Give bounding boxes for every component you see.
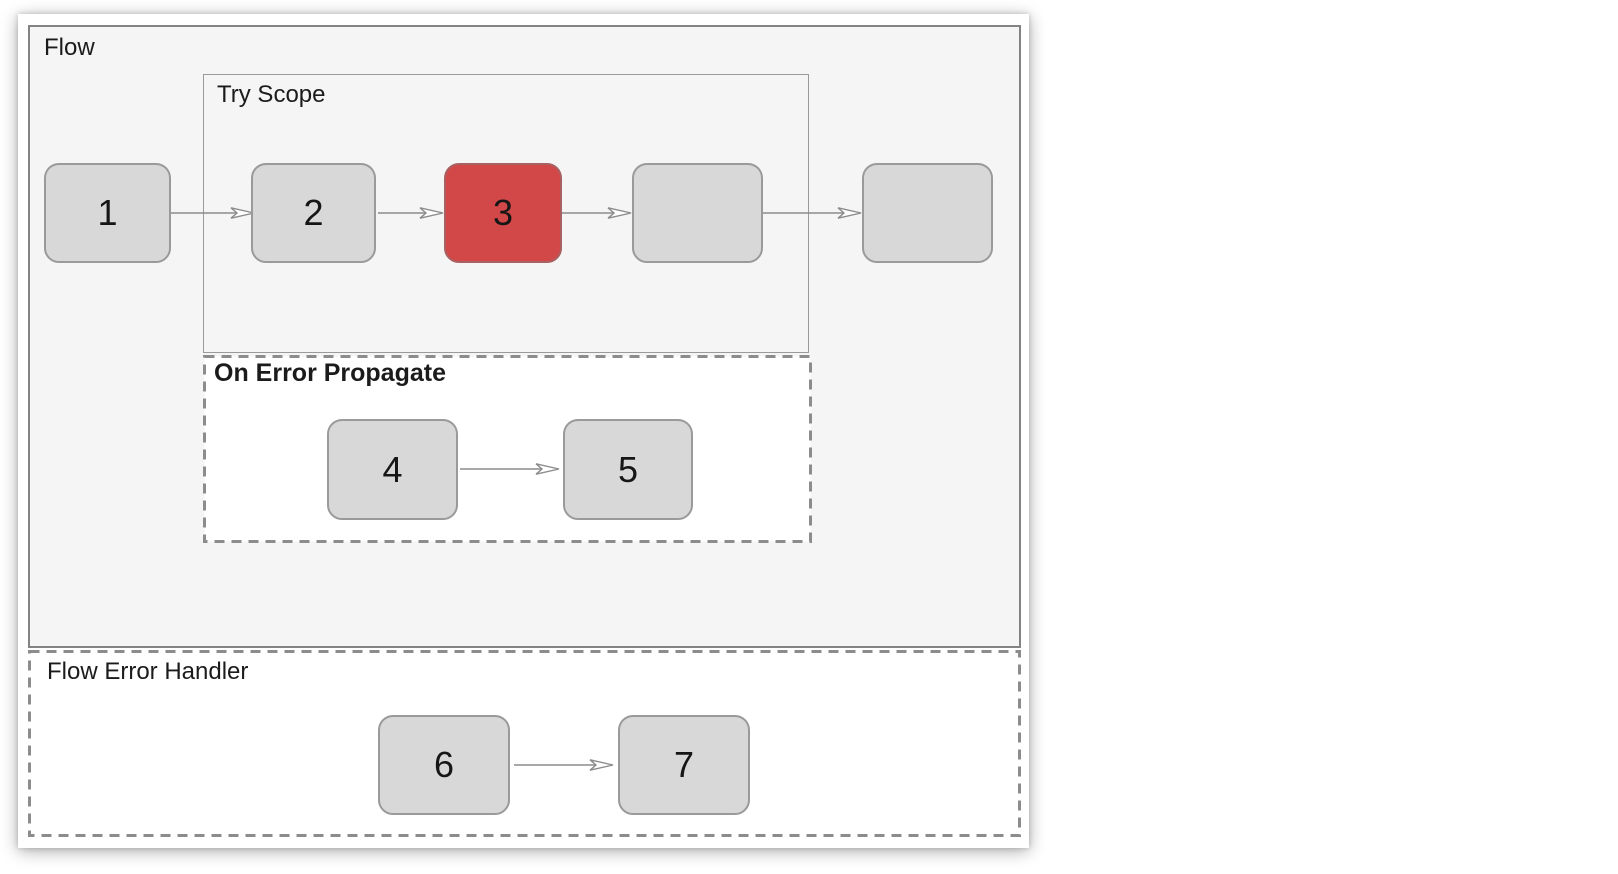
flow-error-handler-container[interactable]: Flow Error Handler (28, 650, 1021, 837)
flow-step-1[interactable]: 1 (44, 163, 171, 263)
try-scope-label: Try Scope (217, 81, 326, 108)
connector-arrow-4-5 (763, 207, 862, 219)
on-error-propagate-label: On Error Propagate (214, 359, 446, 387)
connector-arrow-3-4 (562, 207, 632, 219)
handler-step-7[interactable]: 7 (618, 715, 750, 815)
flow-error-handler-label: Flow Error Handler (47, 658, 249, 685)
diagram-canvas: Flow Try Scope On Error Propagate Flow E… (18, 14, 1029, 848)
flow-label: Flow (44, 34, 95, 61)
handler-step-6[interactable]: 6 (378, 715, 510, 815)
connector-arrow-error-4-5 (460, 463, 560, 475)
dashed-border (203, 355, 812, 543)
try-step-3-error[interactable]: 3 (444, 163, 562, 263)
dashed-border (28, 650, 1021, 837)
connector-arrow-1-2 (171, 207, 255, 219)
try-step-2[interactable]: 2 (251, 163, 376, 263)
flow-step-blank[interactable] (862, 163, 993, 263)
connector-arrow-2-3 (378, 207, 444, 219)
error-step-5[interactable]: 5 (563, 419, 693, 520)
connector-arrow-handler-6-7 (514, 759, 614, 771)
on-error-propagate-container[interactable]: On Error Propagate (203, 355, 812, 543)
error-step-4[interactable]: 4 (327, 419, 458, 520)
try-step-blank[interactable] (632, 163, 763, 263)
